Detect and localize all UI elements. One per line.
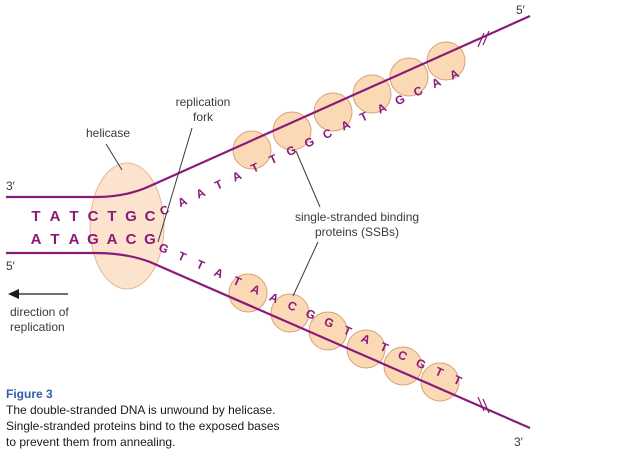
ssb-protein xyxy=(228,273,268,313)
direction-label-line1: direction of xyxy=(10,305,69,319)
ssb-protein xyxy=(389,57,429,97)
base-letter: T xyxy=(267,151,280,167)
base-letter: C xyxy=(88,208,99,225)
base-letter: A xyxy=(194,185,208,201)
strand-break-marks xyxy=(477,30,490,414)
base-letter: G xyxy=(144,231,156,248)
label-3prime-bottom-right: 3′ xyxy=(514,435,524,449)
caption-line-2: Single-stranded proteins bind to the exp… xyxy=(6,419,280,433)
figure-title: Figure 3 xyxy=(6,387,53,401)
upper-strand xyxy=(6,14,531,199)
base-letter: T xyxy=(107,208,116,225)
replication-fork-label-line1: replication xyxy=(176,95,231,109)
base-letter: A xyxy=(212,265,226,281)
ssb-pointer-lower xyxy=(292,241,319,297)
base-letter: T xyxy=(50,231,59,248)
ssb-label-line1: single-stranded binding xyxy=(295,210,419,224)
replication-fork-pointer xyxy=(157,127,193,243)
label-5prime-top-right: 5′ xyxy=(516,3,526,17)
base-letter: C xyxy=(126,231,137,248)
base-letter: G xyxy=(87,231,99,248)
label-3prime-left: 3′ xyxy=(6,179,16,193)
helicase-label: helicase xyxy=(86,126,130,140)
base-letter: A xyxy=(50,208,61,225)
base-letter: A xyxy=(230,168,244,184)
ssb-protein xyxy=(420,362,460,402)
base-letter: T xyxy=(212,177,225,193)
direction-label-line2: replication xyxy=(10,320,65,334)
base-letter: G xyxy=(125,208,137,225)
ssb-label-line2: proteins (SSBs) xyxy=(315,225,399,239)
helicase-pointer xyxy=(105,143,123,171)
label-5prime-left: 5′ xyxy=(6,259,16,273)
base-letter: T xyxy=(194,257,207,273)
base-letter: A xyxy=(69,231,80,248)
base-letter: T xyxy=(31,208,40,225)
direction-arrow xyxy=(8,289,68,299)
base-letter: T xyxy=(69,208,78,225)
caption-line-1: The double-stranded DNA is unwound by he… xyxy=(6,403,276,417)
ssb-protein xyxy=(270,293,310,333)
caption-line-3: to prevent them from annealing. xyxy=(6,435,175,449)
base-letter: A xyxy=(176,194,190,210)
base-letter: C xyxy=(145,208,156,225)
ssb-pointer-upper xyxy=(295,150,321,208)
base-letter: T xyxy=(176,249,189,265)
lower-strand xyxy=(6,251,531,430)
base-letter: A xyxy=(107,231,118,248)
base-letter: A xyxy=(31,231,42,248)
ssb-proteins-lower xyxy=(228,273,460,402)
base-letter: G xyxy=(302,134,316,151)
helicase-shape xyxy=(89,162,165,290)
ssb-proteins-upper xyxy=(232,41,466,170)
replication-fork-label-line2: fork xyxy=(193,110,214,124)
